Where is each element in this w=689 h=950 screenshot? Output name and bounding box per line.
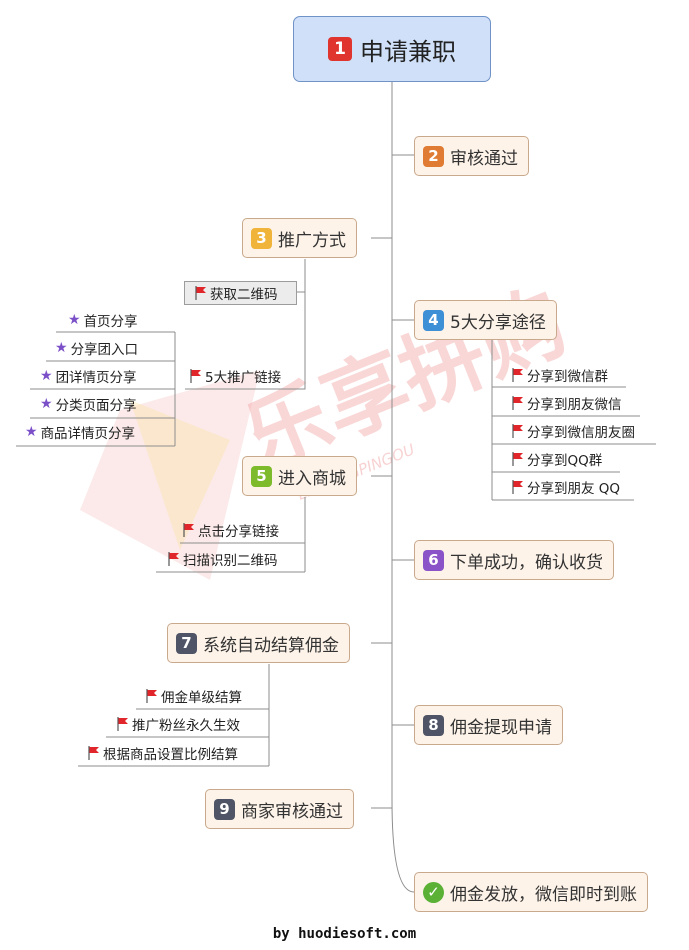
purple-star-icon: ★ xyxy=(40,368,53,384)
node-auto-settlement[interactable]: 7 系统自动结算佣金 xyxy=(167,623,350,663)
leaf-label: 扫描识别二维码 xyxy=(183,553,278,569)
leaf-click-share-link[interactable]: 点击分享链接 xyxy=(183,520,279,540)
red-flag-icon xyxy=(183,523,194,537)
leaf-product-detail-share[interactable]: ★ 商品详情页分享 xyxy=(25,422,135,442)
node-withdraw-request[interactable]: 8 佣金提现申请 xyxy=(414,705,563,745)
step-number-badge: 7 xyxy=(176,632,197,654)
trunk-line xyxy=(391,82,415,893)
leaf-label: 推广粉丝永久生效 xyxy=(132,718,240,734)
node-label: 进入商城 xyxy=(278,468,346,489)
red-flag-icon xyxy=(117,717,128,731)
leaf-label: 获取二维码 xyxy=(210,287,278,303)
step-number-badge: 1 xyxy=(328,37,352,61)
leaf-ratio-settlement[interactable]: 根据商品设置比例结算 xyxy=(88,743,238,763)
leaf-label: 团详情页分享 xyxy=(55,370,137,386)
step-number-badge: 6 xyxy=(423,549,444,571)
leaf-share-wechat-group[interactable]: 分享到微信群 xyxy=(512,365,608,385)
leaf-share-wechat-friend[interactable]: 分享到朋友微信 xyxy=(512,393,622,413)
leaf-label: 分享到朋友 QQ xyxy=(527,481,621,497)
node-label: 系统自动结算佣金 xyxy=(203,635,339,656)
red-flag-icon xyxy=(168,552,179,566)
leaf-label: 5大推广链接 xyxy=(205,370,282,386)
leaf-group-detail-share[interactable]: ★ 团详情页分享 xyxy=(40,366,137,386)
step-number-badge: 8 xyxy=(423,714,444,736)
node-payout[interactable]: ✓ 佣金发放，微信即时到账 xyxy=(414,872,648,912)
node-label: 佣金发放，微信即时到账 xyxy=(450,884,637,905)
purple-star-icon: ★ xyxy=(68,312,81,328)
node-share-channels[interactable]: 4 5大分享途径 xyxy=(414,300,557,340)
node-label: 佣金提现申请 xyxy=(450,717,552,738)
leaf-get-qrcode[interactable]: 获取二维码 xyxy=(184,281,297,305)
leaf-label: 分享到QQ群 xyxy=(527,453,603,469)
leaf-share-wechat-moments[interactable]: 分享到微信朋友圈 xyxy=(512,421,635,441)
leaf-label: 佣金单级结算 xyxy=(161,690,242,706)
red-flag-icon xyxy=(512,480,523,494)
leaf-scan-qrcode[interactable]: 扫描识别二维码 xyxy=(168,549,278,569)
leaf-label: 分享到朋友微信 xyxy=(527,397,622,413)
node-label: 下单成功，确认收货 xyxy=(450,552,603,573)
node-review-passed[interactable]: 2 审核通过 xyxy=(414,136,529,176)
leaf-single-level-settlement[interactable]: 佣金单级结算 xyxy=(146,686,242,706)
red-flag-icon xyxy=(195,286,206,300)
red-flag-icon xyxy=(190,369,201,383)
leaf-label: 分类页面分享 xyxy=(55,398,137,414)
leaf-label: 商品详情页分享 xyxy=(40,426,136,442)
step-number-badge: 4 xyxy=(423,309,444,331)
footer-credit: by huodiesoft.com xyxy=(272,926,417,942)
red-flag-icon xyxy=(88,746,99,760)
node-order-success[interactable]: 6 下单成功，确认收货 xyxy=(414,540,614,580)
leaf-label: 点击分享链接 xyxy=(198,524,279,540)
step-number-badge: 9 xyxy=(214,798,235,820)
red-flag-icon xyxy=(512,424,523,438)
red-flag-icon xyxy=(512,452,523,466)
step-number-badge: 5 xyxy=(251,465,272,487)
step-number-badge: 2 xyxy=(423,145,444,167)
leaf-label: 分享到微信朋友圈 xyxy=(527,425,635,441)
step-number-badge: 3 xyxy=(251,227,272,249)
node-enter-mall[interactable]: 5 进入商城 xyxy=(242,456,357,496)
root-label: 申请兼职 xyxy=(360,37,456,66)
check-circle-icon: ✓ xyxy=(423,881,444,903)
leaf-label: 根据商品设置比例结算 xyxy=(103,747,238,763)
node-label: 推广方式 xyxy=(278,230,346,251)
leaf-fans-permanent[interactable]: 推广粉丝永久生效 xyxy=(117,714,240,734)
node-label: 5大分享途径 xyxy=(450,312,546,333)
leaf-group-entry-share[interactable]: ★ 分享团入口 xyxy=(55,338,138,358)
purple-star-icon: ★ xyxy=(55,340,68,356)
node-label: 商家审核通过 xyxy=(241,801,343,822)
node-promotion-methods[interactable]: 3 推广方式 xyxy=(242,218,357,258)
red-flag-icon xyxy=(512,396,523,410)
leaf-category-share[interactable]: ★ 分类页面分享 xyxy=(40,394,137,414)
leaf-home-share[interactable]: ★ 首页分享 xyxy=(68,310,138,330)
leaf-promo-links[interactable]: 5大推广链接 xyxy=(190,366,281,386)
node-merchant-review[interactable]: 9 商家审核通过 xyxy=(205,789,354,829)
node-label: 审核通过 xyxy=(450,148,518,169)
red-flag-icon xyxy=(512,368,523,382)
purple-star-icon: ★ xyxy=(40,396,53,412)
leaf-share-qq-group[interactable]: 分享到QQ群 xyxy=(512,449,602,469)
red-flag-icon xyxy=(146,689,157,703)
leaf-label: 分享团入口 xyxy=(70,342,139,358)
root-node-apply-parttime[interactable]: 1 申请兼职 xyxy=(293,16,491,82)
leaf-label: 分享到微信群 xyxy=(527,369,608,385)
leaf-label: 首页分享 xyxy=(83,314,138,330)
purple-star-icon: ★ xyxy=(25,424,38,440)
leaf-share-qq-friend[interactable]: 分享到朋友 QQ xyxy=(512,477,620,497)
